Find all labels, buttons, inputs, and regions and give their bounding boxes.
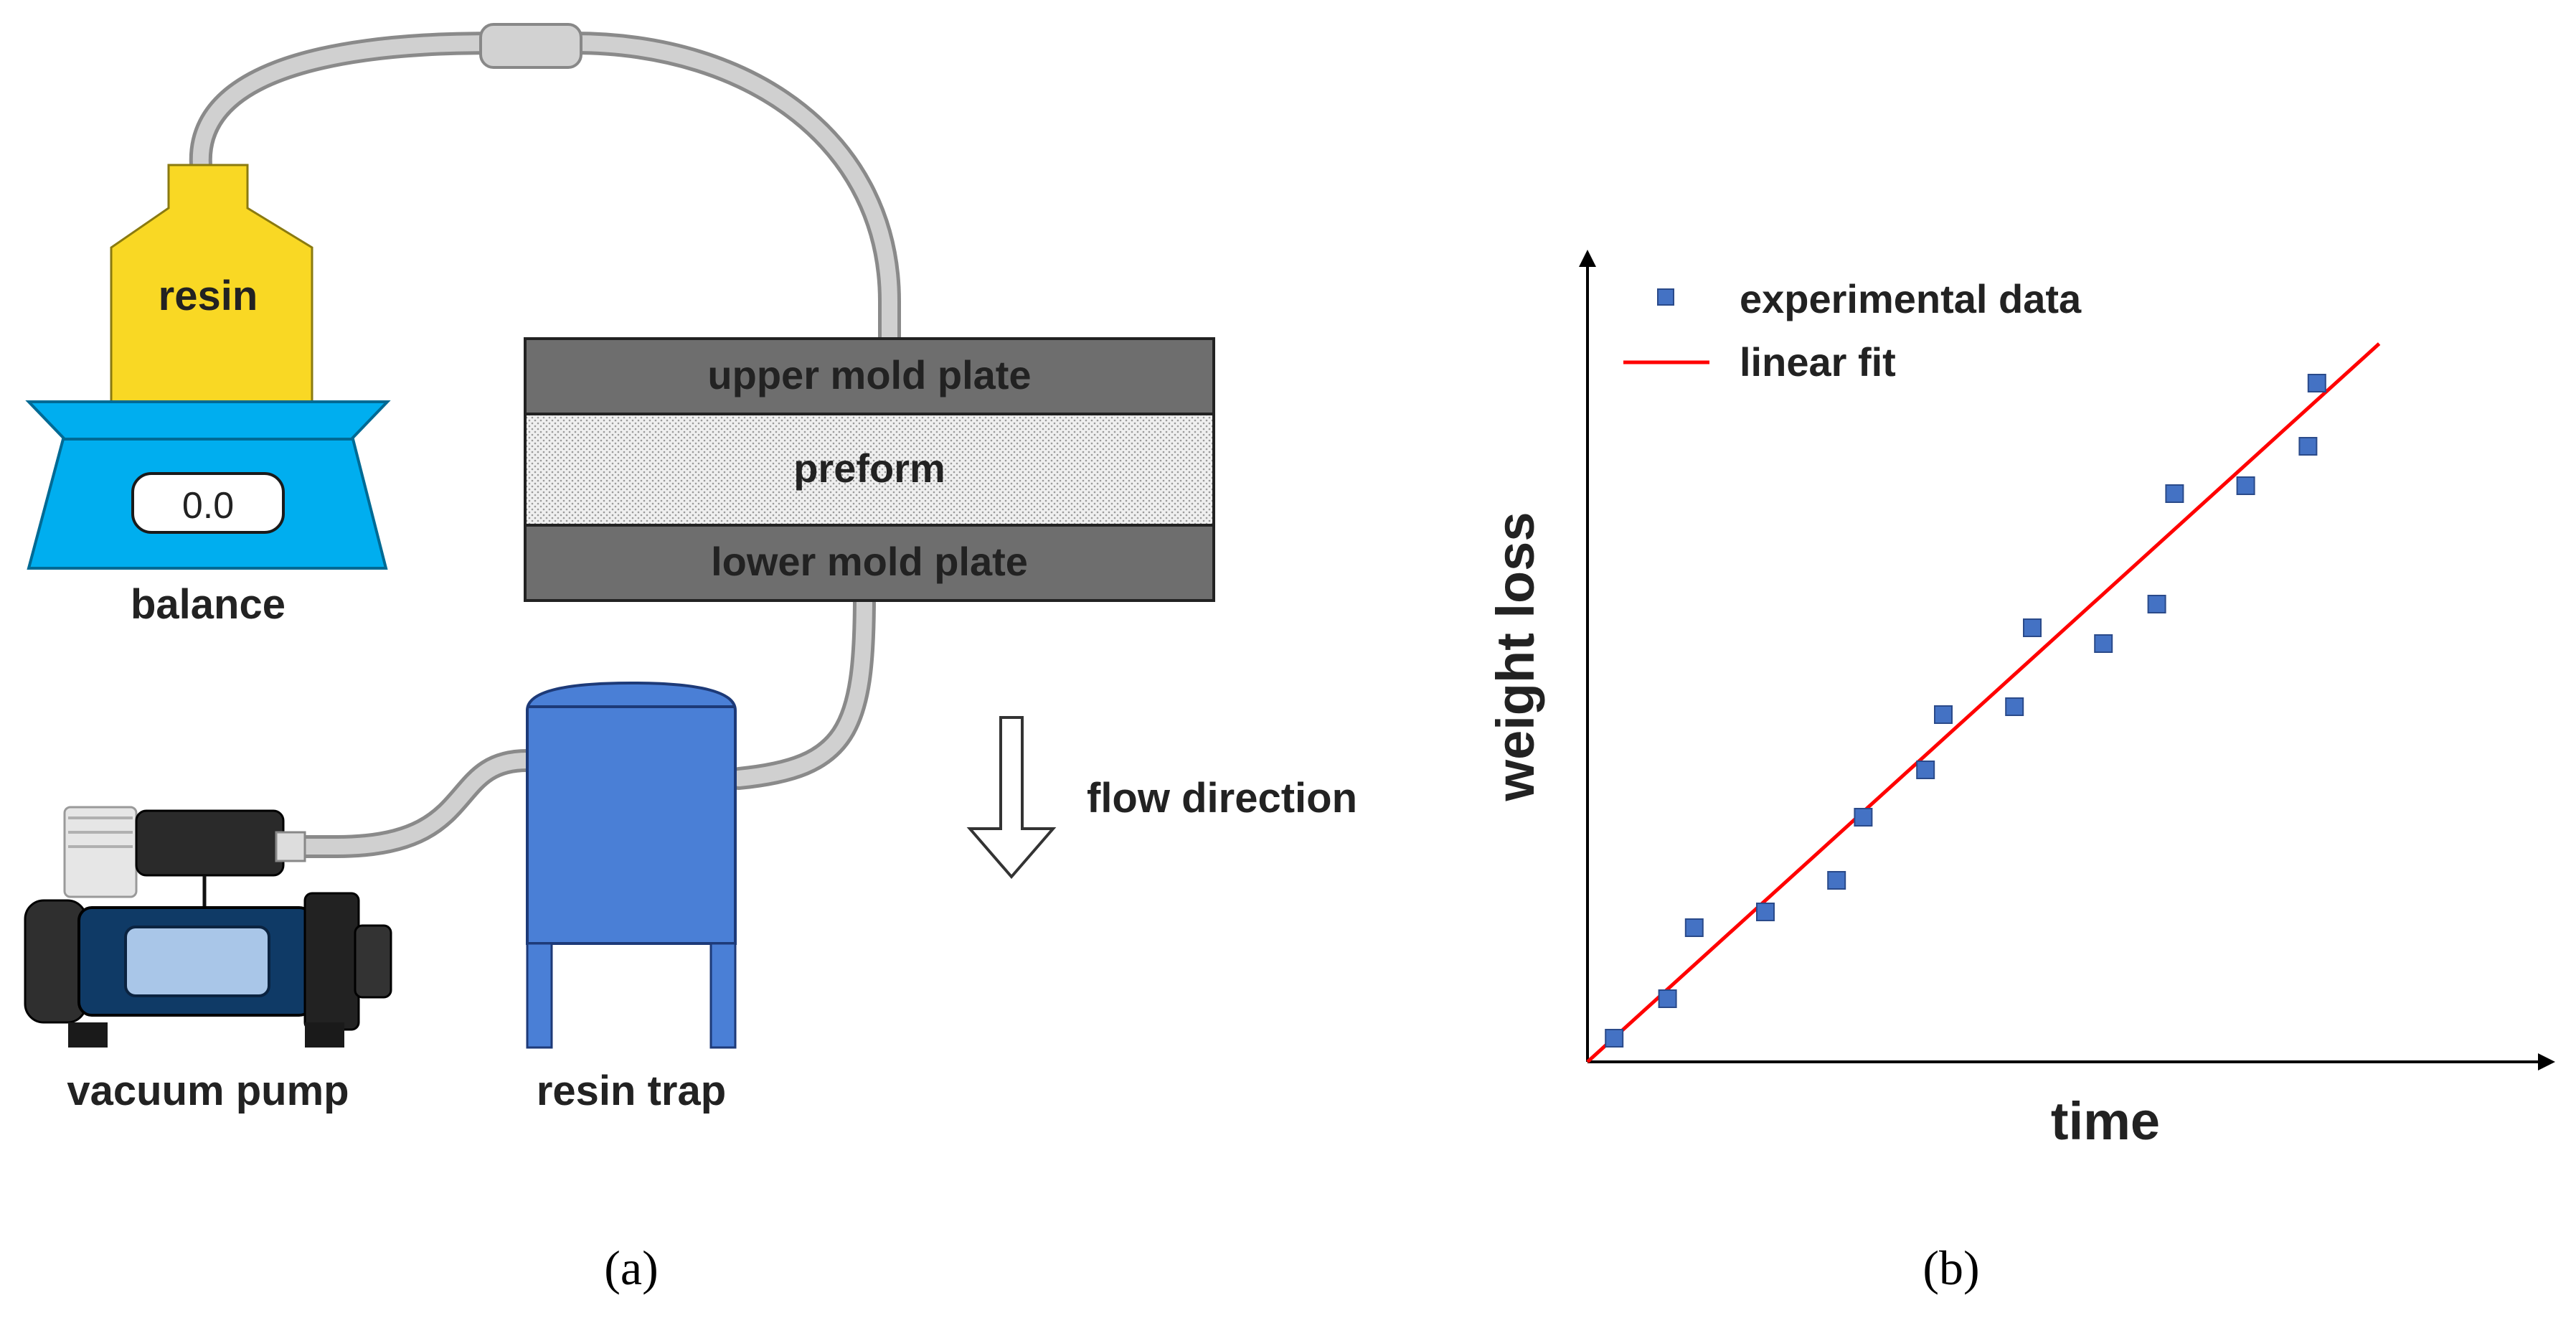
resin-trap-leg-left	[526, 942, 553, 1049]
panel-a-schematic: resin 0.0 balance upper mold plate prefo…	[24, 23, 1357, 1295]
pump-motor-right-cap	[303, 892, 360, 1031]
upper-mold-plate	[524, 337, 1215, 415]
outlet-tube-inner	[731, 588, 872, 786]
data-points-layer	[1605, 374, 2326, 1048]
vacuum-tube-inner	[279, 753, 535, 855]
pump-foot-right	[305, 1022, 344, 1048]
data-point	[2147, 595, 2166, 613]
legend-label-experimental-data: experimental data	[1740, 276, 2082, 321]
flow-direction-arrow	[966, 716, 1057, 880]
data-point	[2165, 484, 2184, 503]
upper-mold-plate-label: upper mold plate	[707, 352, 1031, 397]
balance-pan	[25, 400, 391, 441]
balance: 0.0	[25, 400, 391, 570]
resin-trap	[526, 681, 737, 1049]
outlet-tube	[727, 584, 876, 790]
pump-head-fins	[63, 806, 138, 898]
data-point	[2298, 437, 2318, 456]
pump-cylinder	[135, 809, 285, 877]
legend-label-linear-fit: linear fit	[1740, 339, 1896, 385]
resin-label: resin	[159, 273, 258, 319]
lower-mold-plate	[524, 524, 1215, 602]
resin-trap-leg-right	[709, 942, 737, 1049]
linear-fit-layer	[1586, 342, 2381, 1063]
x-axis-label: time	[2051, 1091, 2160, 1151]
panel-a-caption: (a)	[604, 1241, 658, 1295]
resin-trap-label: resin trap	[537, 1068, 726, 1114]
data-point	[2236, 476, 2255, 495]
pump-motor-window	[124, 926, 270, 997]
chart-legend: experimental data linear fit	[1623, 276, 2082, 385]
pump-motor-shaft	[354, 924, 392, 999]
data-point	[1934, 705, 1953, 724]
preform-label: preform	[793, 446, 945, 491]
vacuum-pump-label: vacuum pump	[67, 1068, 349, 1114]
linear-fit-line	[1586, 342, 2381, 1063]
lower-mold-plate-label: lower mold plate	[711, 539, 1028, 584]
pump-motor-left-cap	[24, 899, 88, 1024]
panel-b-chart: weight loss time experimental data linea…	[1486, 250, 2555, 1295]
tube-connector	[479, 23, 582, 69]
data-point	[1827, 871, 1846, 890]
vacuum-pump	[24, 806, 392, 1048]
balance-label: balance	[131, 581, 286, 628]
pump-foot-left	[68, 1022, 108, 1048]
data-point	[2307, 374, 2326, 392]
data-point	[1605, 1029, 1624, 1048]
data-point	[1854, 808, 1873, 827]
resin-trap-tank	[526, 681, 737, 945]
data-point	[2005, 697, 2024, 716]
flow-direction-label: flow direction	[1087, 775, 1357, 822]
data-point	[1684, 918, 1704, 937]
y-axis-label: weight loss	[1486, 512, 1545, 802]
panel-b-caption: (b)	[1922, 1241, 1979, 1295]
balance-reading: 0.0	[182, 485, 234, 527]
legend-scatter-swatch	[1657, 288, 1674, 306]
balance-display	[131, 472, 285, 534]
pump-outlet-fitting	[275, 831, 306, 862]
chart-axes	[1579, 250, 2555, 1070]
data-point	[2023, 618, 2042, 637]
data-point	[1756, 903, 1775, 921]
data-point	[1658, 989, 1677, 1008]
preform	[524, 413, 1215, 527]
data-point	[2094, 634, 2113, 653]
data-point	[1916, 761, 1935, 779]
x-axis-arrowhead	[2538, 1053, 2555, 1070]
y-axis-arrowhead	[1579, 250, 1596, 267]
